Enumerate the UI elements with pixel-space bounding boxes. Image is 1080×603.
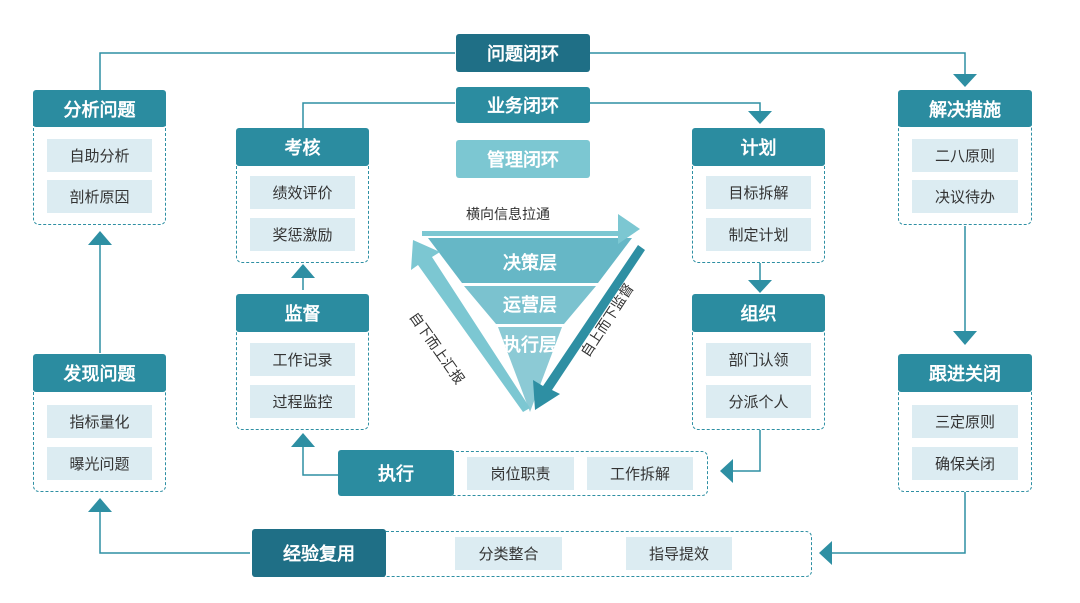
arrow-to-experience xyxy=(819,541,832,565)
follow-title: 跟进关闭 xyxy=(898,354,1032,392)
plan-item-2: 制定计划 xyxy=(706,218,811,251)
experience-title: 经验复用 xyxy=(252,529,386,577)
arrow-to-assess xyxy=(291,264,315,278)
supervise-item-1: 工作记录 xyxy=(250,343,355,376)
follow-item-2: 确保关闭 xyxy=(912,447,1018,480)
execute-item-2: 工作拆解 xyxy=(587,457,693,490)
plan-title: 计划 xyxy=(692,128,825,166)
organize-to-execute-line xyxy=(722,429,761,472)
problem-loop-line-left xyxy=(99,52,455,90)
business-loop-line-left xyxy=(302,102,455,128)
organize-item-2: 分派个人 xyxy=(706,385,811,418)
follow-to-experience-line xyxy=(830,491,966,554)
management-loop-label: 管理闭环 xyxy=(456,140,590,178)
discover-item-2: 曝光问题 xyxy=(47,447,152,480)
right-arrow xyxy=(533,245,645,410)
analyze-item-1: 自助分析 xyxy=(47,139,152,172)
arrow-to-follow xyxy=(953,331,977,345)
pyramid xyxy=(411,214,645,412)
execute-to-supervise-line xyxy=(302,445,338,476)
organize-item-1: 部门认领 xyxy=(706,343,811,376)
pyramid-label-execution: 执行层 xyxy=(503,335,557,356)
pyramid-layer-execution xyxy=(498,327,562,412)
organize-title: 组织 xyxy=(692,294,825,332)
assess-title: 考核 xyxy=(236,128,369,166)
top-arrow-label: 横向信息拉通 xyxy=(466,207,550,223)
experience-to-discover-line xyxy=(99,512,250,554)
execute-item-1: 岗位职责 xyxy=(467,457,574,490)
left-arrow xyxy=(411,240,530,412)
discover-title: 发现问题 xyxy=(33,354,166,392)
pyramid-layer-operation xyxy=(464,286,596,324)
analyze-title: 分析问题 xyxy=(33,90,166,127)
assess-item-1: 绩效评价 xyxy=(250,176,355,209)
arrow-to-execute xyxy=(720,459,733,483)
experience-item-1: 分类整合 xyxy=(455,537,562,570)
problem-loop-line-right xyxy=(590,52,966,78)
execute-title: 执行 xyxy=(338,450,454,496)
arrow-to-supervise xyxy=(291,433,315,447)
business-loop-line-right xyxy=(590,102,761,115)
pyramid-label-operation: 运营层 xyxy=(503,295,557,316)
supervise-title: 监督 xyxy=(236,294,369,332)
arrow-to-discover xyxy=(88,498,112,512)
assess-item-2: 奖惩激励 xyxy=(250,218,355,251)
arrow-to-solve xyxy=(953,74,977,87)
experience-panel xyxy=(360,531,812,577)
follow-item-1: 三定原则 xyxy=(912,405,1018,438)
arrow-to-plan xyxy=(748,111,772,124)
pyramid-label-decision: 决策层 xyxy=(503,253,557,274)
solve-title: 解决措施 xyxy=(898,90,1032,127)
arrow-to-organize xyxy=(748,280,772,293)
solve-item-2: 决议待办 xyxy=(912,180,1018,213)
top-arrow xyxy=(422,214,640,244)
experience-item-2: 指导提效 xyxy=(626,537,732,570)
arrow-to-analyze xyxy=(88,231,112,245)
plan-item-1: 目标拆解 xyxy=(706,176,811,209)
discover-item-1: 指标量化 xyxy=(47,405,152,438)
problem-loop-label: 问题闭环 xyxy=(456,34,590,72)
business-loop-label: 业务闭环 xyxy=(456,87,590,123)
analyze-item-2: 剖析原因 xyxy=(47,180,152,213)
pyramid-layer-decision xyxy=(428,238,632,283)
solve-item-1: 二八原则 xyxy=(912,139,1018,172)
supervise-item-2: 过程监控 xyxy=(250,385,355,418)
